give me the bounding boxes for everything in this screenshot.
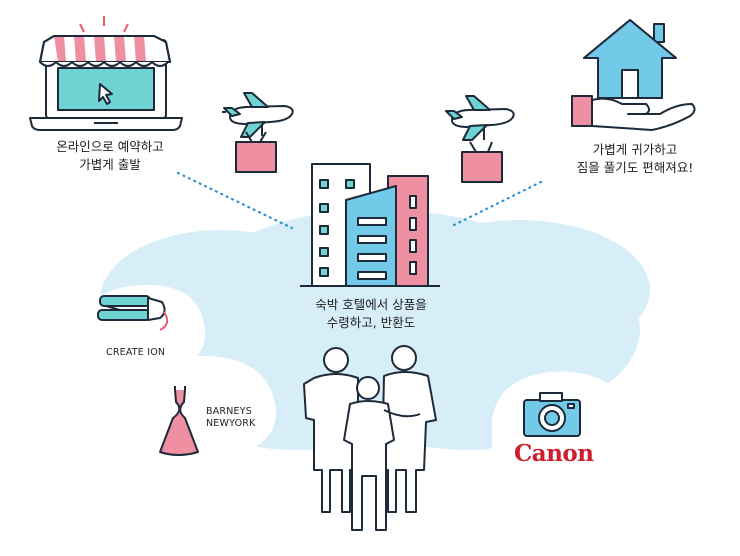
- barneys-line1: BARNEYS: [206, 406, 252, 417]
- airplane-icon-left: [222, 92, 294, 173]
- bubble-dress: [112, 355, 277, 460]
- hotel-pickup-line1: 숙박 호텔에서 상품을: [315, 297, 427, 312]
- return-home-line1: 가볍게 귀가하고: [592, 142, 678, 157]
- laptop-storefront-icon: [29, 16, 183, 131]
- hotel-pickup-text: 숙박 호텔에서 상품을 수령하고, 반환도: [296, 296, 446, 332]
- return-home-text: 가볍게 귀가하고 짐을 풀기도 편해져요!: [560, 141, 710, 177]
- house-in-hand-icon: [571, 19, 696, 131]
- bubble-hair-iron: [60, 284, 206, 372]
- hotel-buildings-icon: [300, 163, 440, 287]
- canon-logo: Canon: [514, 440, 594, 467]
- barneys-line2: NEWYORK: [206, 418, 256, 429]
- online-booking-text: 온라인으로 예약하고 가볍게 출발: [40, 138, 180, 174]
- dotted-connectors: [176, 171, 547, 230]
- barneys-label: BARNEYS NEWYORK: [206, 406, 256, 430]
- dress-icon: [159, 386, 199, 456]
- airplane-icon-right: [445, 95, 515, 183]
- camera-icon: [523, 392, 581, 437]
- hotel-pickup-line2: 수령하고, 반환도: [326, 315, 416, 330]
- bubble-camera: [478, 371, 632, 477]
- create-ion-label: CREATE ION: [106, 347, 166, 358]
- family-icon: [303, 345, 437, 531]
- hair-iron-icon: [97, 295, 169, 331]
- online-booking-line1: 온라인으로 예약하고: [56, 139, 164, 154]
- online-booking-line2: 가볍게 출발: [79, 157, 141, 172]
- return-home-line2: 짐을 풀기도 편해져요!: [576, 160, 694, 175]
